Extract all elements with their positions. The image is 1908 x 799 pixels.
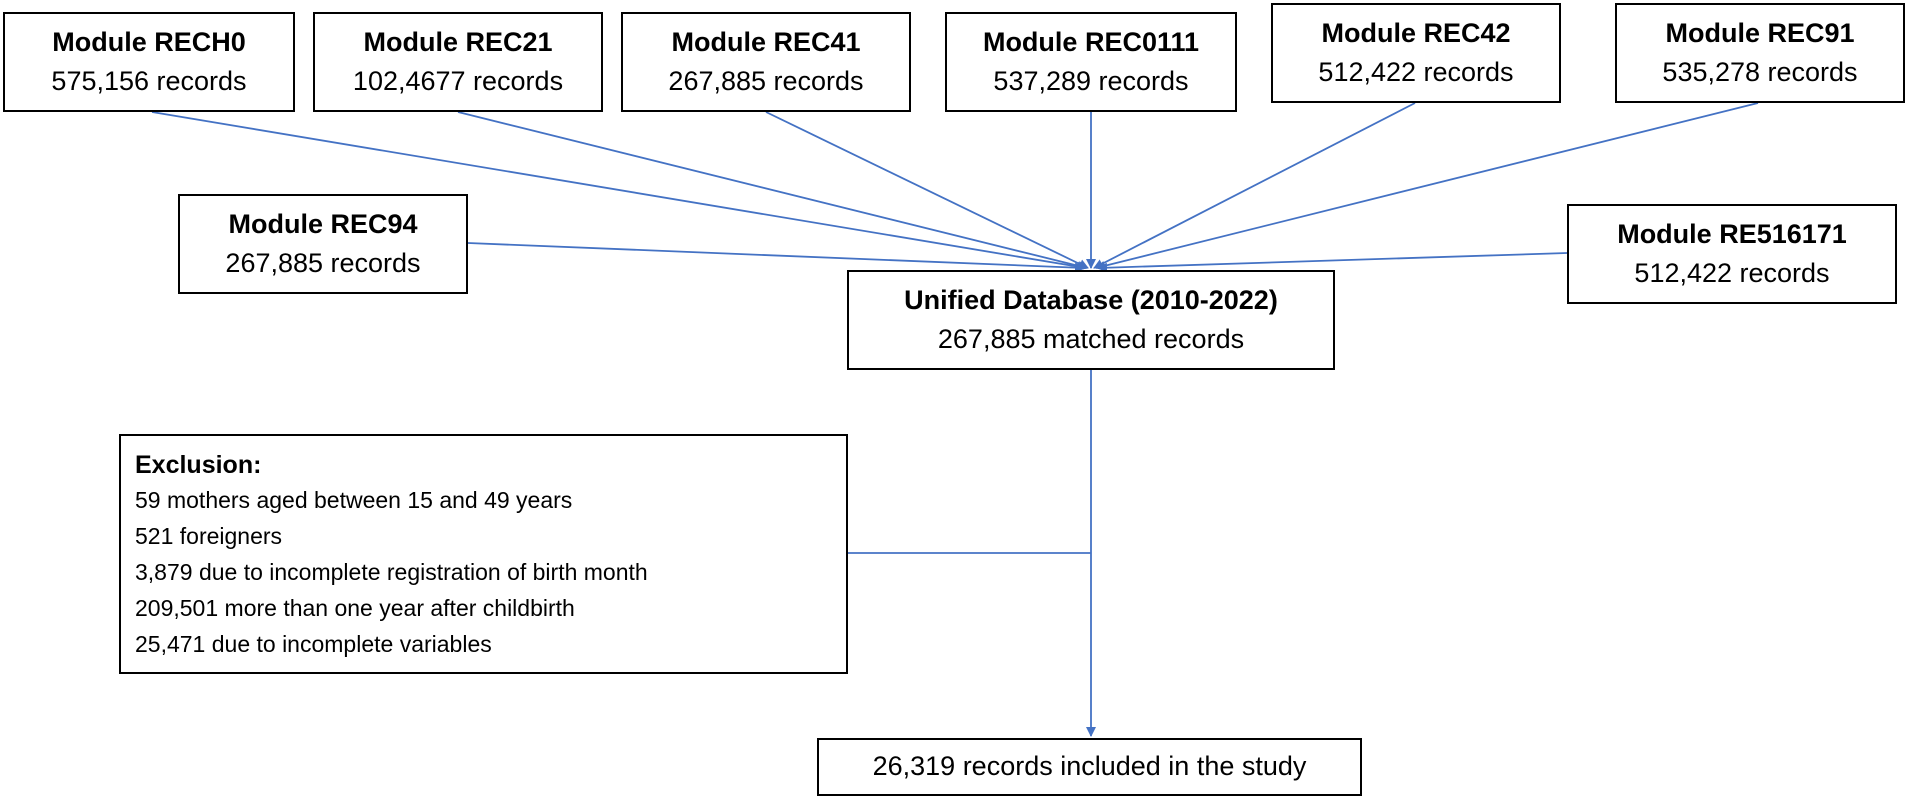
module-title: Module REC41	[671, 26, 861, 57]
exclusion-criterion: 209,501 more than one year after childbi…	[135, 594, 575, 621]
unified-title: Unified Database (2010-2022)	[904, 284, 1278, 315]
connector-rec21-to-unified	[457, 111, 1088, 271]
module-box-rech0: Module RECH0 575,156 records	[3, 12, 295, 112]
module-box-rec42: Module REC42 512,422 records	[1271, 3, 1561, 103]
module-record-count: 535,278 records	[1662, 57, 1858, 87]
module-title: Module REC21	[363, 26, 553, 57]
connector-re516171-to-unified	[1097, 252, 1568, 273]
module-record-count: 575,156 records	[51, 66, 247, 96]
unified-record-count: 267,885 matched records	[937, 324, 1245, 354]
module-box-rec41: Module REC41 267,885 records	[621, 12, 911, 112]
connector-rec94-to-unified	[467, 242, 1085, 273]
module-title: Module RE516171	[1617, 218, 1847, 249]
final-record-count: 26,319 records included in the study	[872, 751, 1307, 782]
exclusion-title: Exclusion:	[135, 451, 262, 479]
module-box-re516171: Module RE516171 512,422 records	[1567, 204, 1897, 304]
module-record-count: 537,289 records	[993, 66, 1189, 96]
unified-database-box: Unified Database (2010-2022) 267,885 mat…	[847, 270, 1335, 370]
exclusion-criterion: 3,879 due to incomplete registration of …	[135, 558, 648, 585]
module-box-rec0111: Module REC0111 537,289 records	[945, 12, 1237, 112]
exclusion-criterion: 521 foreigners	[135, 522, 283, 549]
module-record-count: 512,422 records	[1318, 57, 1514, 87]
exclusion-criterion: 59 mothers aged between 15 and 49 years	[135, 487, 573, 513]
module-title: Module RECH0	[52, 26, 246, 57]
module-title: Module REC42	[1321, 17, 1511, 48]
module-title: Module REC0111	[982, 26, 1200, 57]
module-record-count: 512,422 records	[1634, 258, 1830, 288]
module-box-rec91: Module REC91 535,278 records	[1615, 3, 1905, 103]
module-record-count: 267,885 records	[668, 66, 864, 96]
final-records-box: 26,319 records included in the study	[817, 738, 1362, 796]
module-title: Module REC94	[228, 208, 418, 239]
module-record-count: 102,4677 records	[352, 66, 564, 96]
exclusion-criterion: 25,471 due to incomplete variables	[135, 630, 492, 657]
module-box-rec94: Module REC94 267,885 records	[178, 194, 468, 294]
module-box-rec21: Module REC21 102,4677 records	[313, 12, 603, 112]
connector-rec41-to-unified	[765, 111, 1089, 269]
exclusion-box: Exclusion: 59 mothers aged between 15 an…	[119, 434, 848, 674]
module-title: Module REC91	[1665, 17, 1855, 48]
module-record-count: 267,885 records	[225, 248, 421, 278]
connector-rec42-to-unified	[1093, 102, 1416, 269]
